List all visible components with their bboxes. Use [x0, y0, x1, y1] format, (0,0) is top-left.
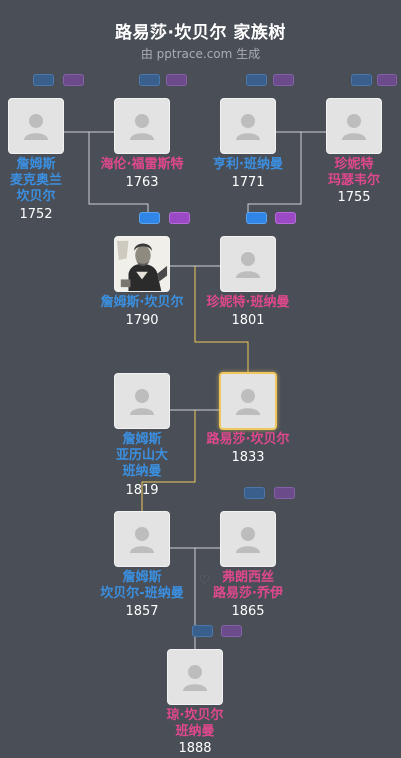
mother-link-button[interactable] [377, 74, 397, 86]
person-placeholder-icon [130, 389, 154, 415]
person-name-p1: 詹姆斯麦克奥兰坎贝尔 [9, 157, 62, 204]
person-name-p11: 琼·坎贝尔班纳曼 [166, 708, 224, 739]
father-link-button[interactable] [139, 74, 160, 86]
person-placeholder-icon [24, 114, 48, 140]
person-name-p3: 亨利·班纳曼 [213, 157, 283, 172]
person-placeholder-icon [236, 252, 260, 278]
person-card-p7[interactable] [114, 373, 170, 429]
mother-link-button[interactable] [221, 625, 242, 637]
father-link-button[interactable] [246, 212, 267, 224]
person-placeholder-icon [236, 527, 260, 553]
father-link-button[interactable] [33, 74, 54, 86]
person-card-p2[interactable] [114, 98, 170, 154]
portrait-photo [115, 237, 169, 291]
person-name-p6: 珍妮特·班纳曼 [206, 295, 290, 310]
person-year-p8: 1833 [231, 450, 265, 465]
person-placeholder-icon [236, 114, 260, 140]
father-link-button[interactable] [192, 625, 213, 637]
father-link-button[interactable] [246, 74, 267, 86]
person-card-p9[interactable] [114, 511, 170, 567]
mother-link-button[interactable] [166, 74, 187, 86]
person-name-p10: 弗朗西丝路易莎·乔伊 [213, 570, 283, 601]
mother-link-button[interactable] [274, 487, 295, 499]
person-placeholder-icon [130, 527, 154, 553]
person-name-p7: 詹姆斯亚历山大班纳曼 [115, 432, 168, 479]
mother-link-button[interactable] [275, 212, 296, 224]
father-link-button[interactable] [139, 212, 160, 224]
person-year-p9: 1857 [125, 604, 159, 619]
page-title: 路易莎·坎贝尔 家族树 [115, 23, 286, 43]
person-placeholder-icon [236, 389, 260, 415]
person-card-p10[interactable] [220, 511, 276, 567]
person-year-p4: 1755 [337, 190, 371, 205]
father-link-button[interactable] [244, 487, 265, 499]
mother-link-button[interactable] [63, 74, 84, 86]
person-name-p4: 珍妮特玛瑟韦尔 [327, 157, 380, 188]
person-placeholder-icon [130, 114, 154, 140]
person-name-p5: 詹姆斯·坎贝尔 [100, 295, 184, 310]
person-year-p7: 1819 [125, 483, 159, 498]
person-year-p10: 1865 [231, 604, 265, 619]
person-card-p4[interactable] [326, 98, 382, 154]
person-name-p2: 海伦·福雷斯特 [100, 157, 184, 172]
mother-link-button[interactable] [169, 212, 190, 224]
person-placeholder-icon [342, 114, 366, 140]
father-link-button[interactable] [351, 74, 372, 86]
person-year-p11: 1888 [178, 741, 212, 756]
page-subtitle: 由 pptrace.com 生成 [140, 47, 261, 61]
person-name-p8: 路易莎·坎贝尔 [206, 432, 290, 447]
person-year-p3: 1771 [231, 175, 265, 190]
person-card-p6[interactable] [220, 236, 276, 292]
person-card-p1[interactable] [8, 98, 64, 154]
person-placeholder-icon [183, 665, 207, 691]
person-card-p11[interactable] [167, 649, 223, 705]
person-year-p6: 1801 [231, 313, 265, 328]
marriage-heart-icon: ♡ [199, 573, 210, 587]
mother-link-button[interactable] [273, 74, 294, 86]
person-card-p5[interactable] [114, 236, 170, 292]
person-card-p8[interactable] [219, 372, 277, 430]
person-year-p5: 1790 [125, 313, 159, 328]
person-year-p2: 1763 [125, 175, 159, 190]
person-name-p9: 詹姆斯坎贝尔-班纳曼 [100, 570, 184, 601]
person-card-p3[interactable] [220, 98, 276, 154]
person-year-p1: 1752 [19, 207, 53, 222]
